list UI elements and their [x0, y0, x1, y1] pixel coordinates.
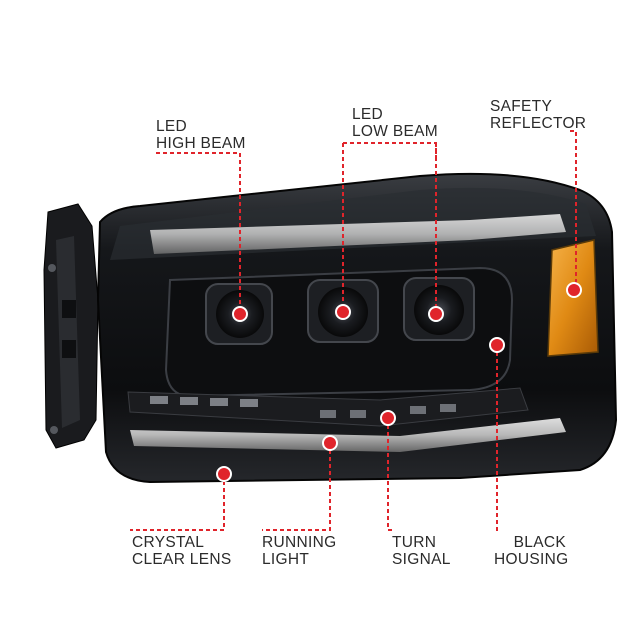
running-light-bar	[130, 418, 566, 452]
label-turn-signal-line1: TURN	[392, 534, 437, 551]
label-high-beam: LED HIGH BEAM	[156, 118, 246, 152]
mounting-bracket	[43, 203, 99, 449]
marker-safety-reflector	[566, 282, 582, 298]
label-high-beam-line2: HIGH BEAM	[156, 135, 246, 152]
label-low-beam-line2: LOW BEAM	[352, 123, 438, 140]
upper-light-bar	[150, 214, 566, 254]
label-low-beam: LED LOW BEAM	[352, 106, 438, 140]
marker-turn-signal	[380, 410, 396, 426]
led-turn-strip	[127, 387, 529, 427]
label-safety-reflector: SAFETY REFLECTOR	[490, 98, 586, 132]
label-running-light-line1: RUNNING	[262, 534, 337, 551]
marker-crystal-lens	[216, 466, 232, 482]
label-turn-signal-line2: SIGNAL	[392, 551, 451, 568]
amber-reflector	[547, 239, 599, 357]
label-crystal-lens-line2: CLEAR LENS	[132, 551, 232, 568]
label-black-housing-line2: HOUSING	[494, 551, 569, 568]
label-low-beam-line1: LED	[352, 106, 384, 123]
marker-low-beam-right	[428, 306, 444, 322]
marker-low-beam-left	[335, 304, 351, 320]
label-safety-reflector-line2: REFLECTOR	[490, 115, 587, 132]
callout-leader-lines	[130, 130, 577, 531]
label-crystal-lens-line1: CRYSTAL	[132, 534, 205, 551]
label-crystal-lens: CRYSTAL CLEAR LENS	[132, 534, 231, 568]
label-black-housing-line1: BLACK	[513, 534, 566, 551]
label-running-light: RUNNING LIGHT	[262, 534, 336, 568]
label-running-light-line2: LIGHT	[262, 551, 310, 568]
label-turn-signal: TURN SIGNAL	[392, 534, 451, 568]
label-safety-reflector-line1: SAFETY	[490, 98, 553, 115]
marker-high-beam	[232, 306, 248, 322]
label-black-housing: BLACK HOUSING	[494, 534, 569, 568]
label-high-beam-line1: LED	[156, 118, 188, 135]
marker-black-housing	[489, 337, 505, 353]
callout-markers	[216, 282, 582, 482]
marker-running-light	[322, 435, 338, 451]
